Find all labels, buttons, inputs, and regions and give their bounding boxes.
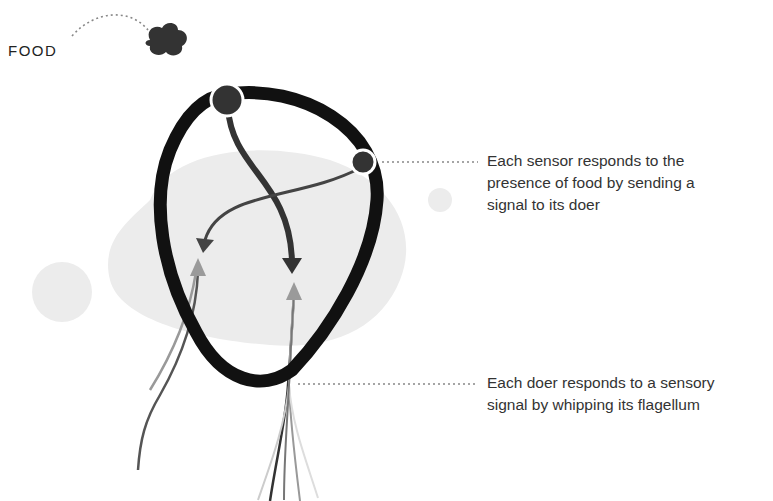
leader-line — [382, 161, 478, 163]
cell-membrane — [160, 93, 377, 381]
callout-text: Each doer responds to a sensory signal b… — [487, 372, 722, 416]
signal-arrow — [205, 168, 360, 240]
flagellum — [289, 292, 318, 498]
sensor — [351, 150, 375, 174]
food-label: FOOD — [8, 40, 68, 62]
dotted-arc — [72, 15, 148, 36]
background-blob — [32, 262, 92, 322]
arrowhead — [196, 238, 214, 253]
arrowhead — [282, 258, 302, 274]
callout-text: Each sensor responds to the presence of … — [487, 150, 722, 216]
doer — [286, 282, 302, 300]
background-blobs — [32, 150, 452, 345]
leader-line — [298, 383, 478, 385]
flagellum — [284, 292, 294, 500]
flagellum — [138, 272, 198, 470]
food-particle — [146, 23, 187, 55]
flagellum-bundle — [258, 292, 318, 501]
sensor — [211, 84, 243, 116]
flagellum — [258, 292, 294, 500]
background-blob — [428, 188, 452, 212]
doer — [190, 258, 206, 276]
signal-arrow — [228, 108, 292, 262]
